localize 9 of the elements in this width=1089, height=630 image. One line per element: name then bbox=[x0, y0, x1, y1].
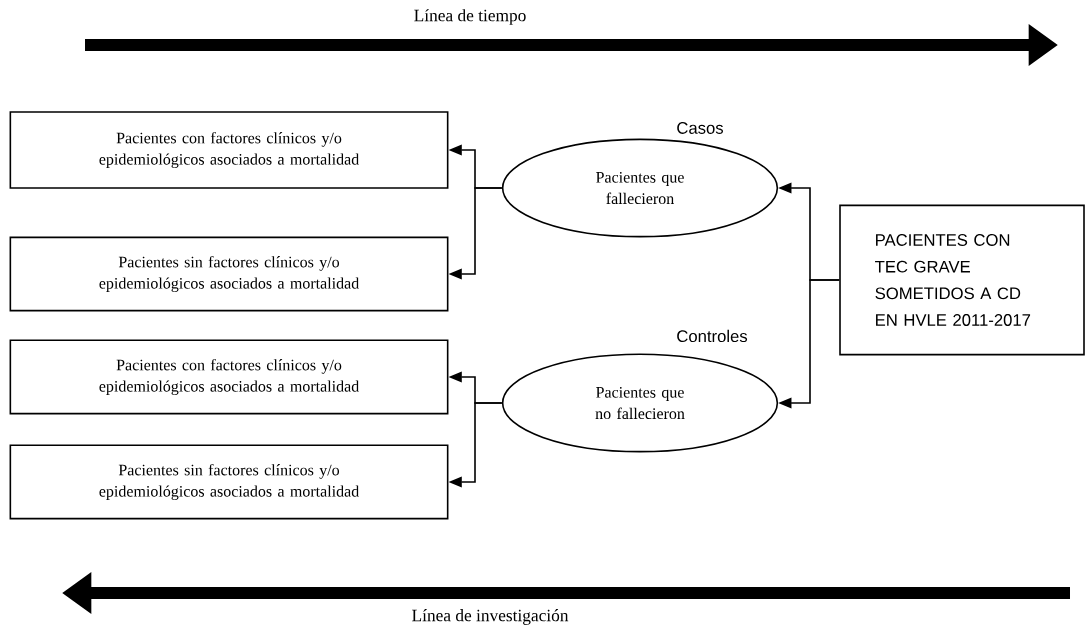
axis-label: Línea de investigación bbox=[412, 609, 569, 625]
process-box: Pacientes con factores clínicos y/o epidemiológicos asociados a mortalidad bbox=[9, 111, 449, 189]
process-box: Pacientes sin factores clínicos y/o epidemiológicos asociados a mortalidad bbox=[9, 444, 449, 520]
process-box: Pacientes sin factores clínicos y/o epidemiológicos asociados a mortalidad bbox=[9, 236, 449, 312]
process-box: PACIENTES CON TEC GRAVE SOMETIDOS A CD EN HVLE 2011-2017 bbox=[839, 204, 1085, 356]
group-heading: Controles bbox=[677, 329, 748, 343]
process-box: Pacientes con factores clínicos y/o epidemiológicos asociados a mortalidad bbox=[9, 339, 449, 415]
axis-label: Línea de tiempo bbox=[414, 9, 526, 25]
group-heading: Casos bbox=[677, 122, 723, 134]
